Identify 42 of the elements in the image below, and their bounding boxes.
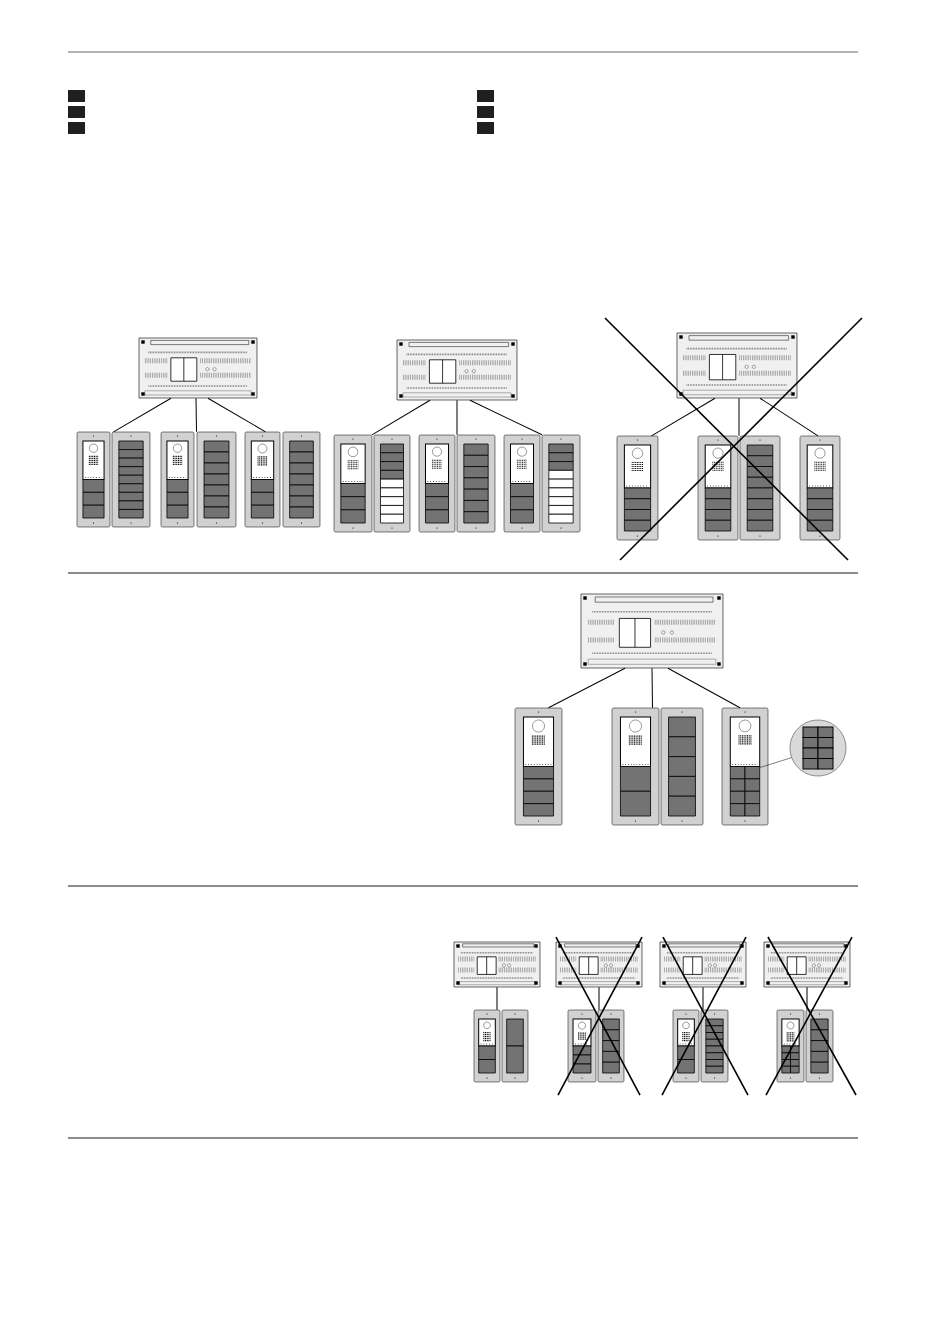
- door-panel-drawing: [503, 434, 581, 533]
- connection-line: [207, 397, 266, 433]
- connection-line: [548, 667, 626, 709]
- leader-line: [759, 757, 792, 768]
- connection-line: [651, 667, 653, 709]
- controller-drawing: [453, 941, 541, 988]
- controller-drawing: [138, 337, 258, 399]
- connection-line: [759, 397, 819, 437]
- door-panel-drawing: [418, 434, 496, 533]
- connection-line: [496, 986, 498, 1011]
- controller-drawing: [580, 593, 724, 669]
- connection-line: [469, 399, 543, 436]
- door-panel-drawing: [76, 431, 151, 528]
- door-panel-drawing: [333, 434, 411, 533]
- magnified-keypad-drawing: [789, 719, 847, 777]
- door-panel-drawing: [473, 1009, 529, 1083]
- connection-line: [371, 399, 431, 436]
- connection-line: [702, 986, 704, 1011]
- door-panel-drawing: [697, 435, 781, 541]
- door-panel-drawing: [672, 1009, 729, 1083]
- door-panel-drawing: [799, 435, 841, 541]
- connection-line: [667, 667, 741, 709]
- door-panel-drawing: [616, 435, 659, 541]
- controller-drawing: [396, 339, 518, 401]
- connection-line: [195, 397, 197, 433]
- controller-drawing: [676, 332, 798, 399]
- door-panel-drawing: [611, 707, 704, 826]
- connection-line: [806, 986, 808, 1011]
- door-panel-drawing: [160, 431, 237, 528]
- door-panel-drawing: [567, 1009, 625, 1083]
- controller-drawing: [555, 941, 643, 988]
- connection-line: [456, 399, 458, 436]
- connection-line: [113, 397, 172, 433]
- door-panel-drawing: [244, 431, 321, 528]
- controller-drawing: [659, 941, 747, 988]
- connection-line: [651, 397, 716, 437]
- door-panel-drawing: [721, 707, 769, 826]
- door-panel-drawing: [776, 1009, 834, 1083]
- door-panel-drawing: [514, 707, 563, 826]
- controller-drawing: [763, 941, 851, 988]
- connection-line: [598, 986, 600, 1011]
- connection-line: [738, 397, 740, 437]
